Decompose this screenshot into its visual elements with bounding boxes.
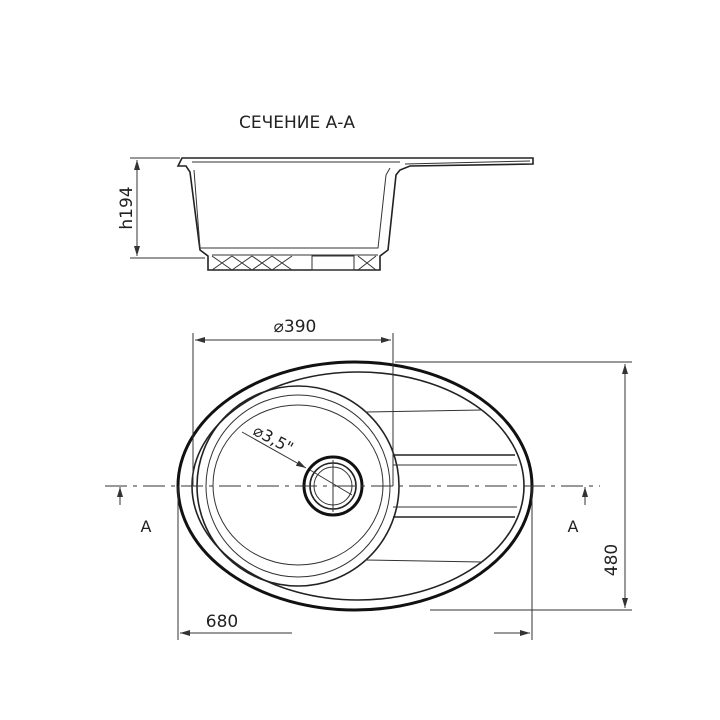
bowl-diameter-dimension: ⌀390 [192,317,394,486]
section-title: СЕЧЕНИЕ А-А [239,113,355,133]
height-label: h194 [117,186,137,229]
width-dimension: 480 [395,361,632,611]
length-label: 680 [206,612,238,632]
drain: ⌀3,5" [241,421,364,517]
section-mark-left-label: A [141,517,152,536]
width-label: 480 [602,544,622,576]
section-mark-right-label: A [568,517,579,536]
bowl-diameter-label: ⌀390 [274,317,317,337]
section-profile [176,157,534,271]
length-dimension: 680 [177,486,533,640]
drain-diameter-label: ⌀3,5" [250,421,296,458]
height-dimension: h194 [117,157,205,259]
section-mark-right: A [568,487,588,536]
section-mark-left: A [117,487,152,536]
